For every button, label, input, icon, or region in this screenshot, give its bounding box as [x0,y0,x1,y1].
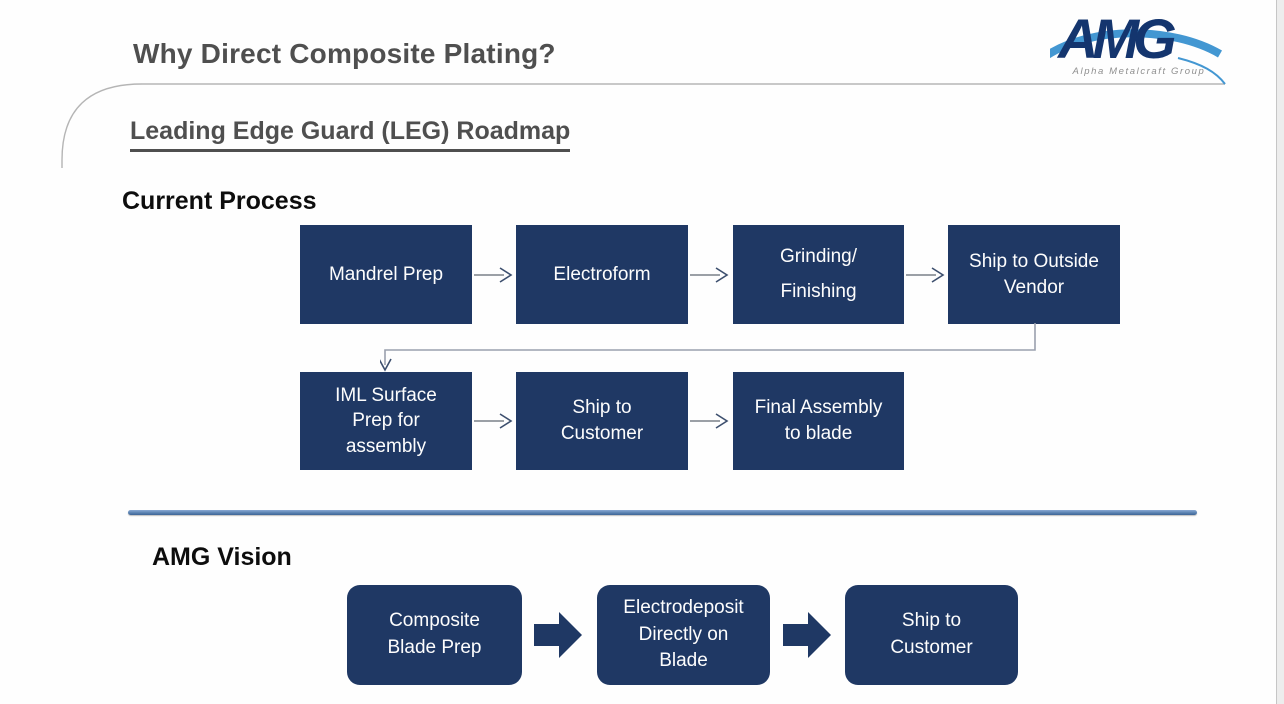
flow-arrow-icon [690,413,729,429]
process-box-label: Grinding/ Finishing [779,246,858,302]
block-arrow-icon [534,612,582,658]
process-box-ship-to-customer: Ship to Customer [516,372,688,470]
flow-arrow-icon [474,267,513,283]
process-box-label: Mandrel Prep [328,263,444,285]
section-divider [128,510,1197,515]
vision-box-electrodeposit: Electrodeposit Directly on Blade [597,585,770,685]
logo-text-shape: AMG [1056,7,1175,70]
amg-logo: AMG Alpha Metalcraft Group [1043,4,1228,86]
process-box-label: Electroform [553,263,651,285]
process-box-label: Final Assembly to blade [754,397,883,444]
process-box-ship-outside-vendor: Ship to Outside Vendor [948,225,1120,324]
flow-arrow-icon [474,413,513,429]
flow-arrow-icon [690,267,729,283]
vision-box-label: Ship to Customer [890,610,973,658]
block-arrow-icon [783,612,831,658]
process-box-final-assembly: Final Assembly to blade [733,372,904,470]
process-box-label: Ship to Customer [560,397,644,444]
elbow-connector [380,323,1036,372]
process-box-label: Ship to Outside Vendor [969,250,1099,298]
vision-box-label: Composite Blade Prep [387,610,482,658]
process-box-electroform: Electroform [516,225,688,324]
process-box-iml-surface-prep: IML Surface Prep for assembly [300,372,472,470]
flow-arrow-icon [906,267,945,283]
logo-subtitle: Alpha Metalcraft Group [1072,66,1206,77]
amg-vision-label: AMG Vision [152,543,292,571]
vision-box-ship-to-customer: Ship to Customer [845,585,1018,685]
process-box-grinding-finishing: Grinding/ Finishing [733,225,904,324]
viewport-edge [1276,0,1284,704]
roadmap-heading: Leading Edge Guard (LEG) Roadmap [130,117,571,152]
page-title: Why Direct Composite Plating? [133,38,556,69]
current-process-label: Current Process [122,187,317,215]
vision-box-composite-blade-prep: Composite Blade Prep [347,585,522,685]
vision-box-label: Electrodeposit Directly on Blade [623,597,744,672]
process-box-label: IML Surface Prep for assembly [335,384,437,457]
logo-swoosh [1043,29,1223,60]
process-box-mandrel-prep: Mandrel Prep [300,225,472,324]
